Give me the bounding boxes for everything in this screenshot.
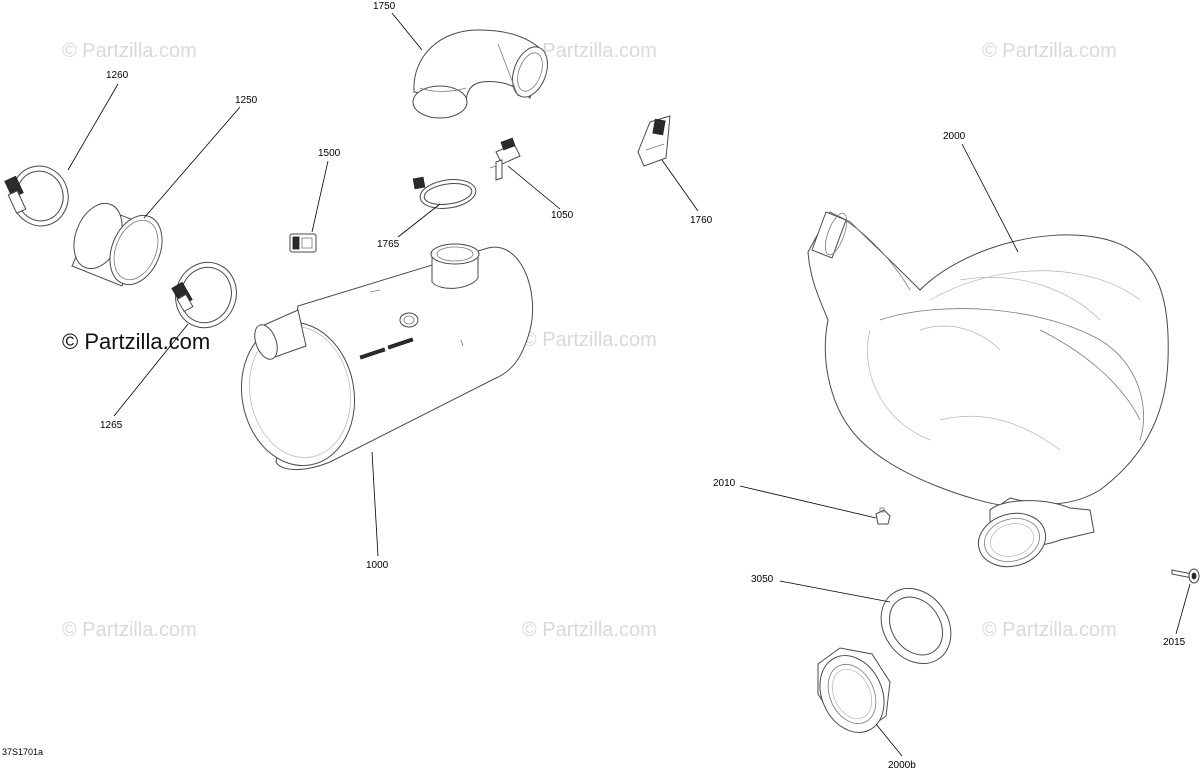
leader-2010 [739,485,877,519]
leader-1750 [391,12,423,51]
part-1000-muffler[interactable] [230,243,534,475]
part-1260-clamp[interactable] [4,160,75,232]
leader-3050 [779,580,891,603]
leader-1265 [113,323,189,417]
callout-1260: 1260 [106,70,129,81]
part-1765-clamp[interactable] [412,176,477,212]
callout-1765: 1765 [377,239,400,250]
callout-1265: 1265 [100,420,123,431]
part-1050-temperature-sensor[interactable] [489,137,521,181]
watermark-text: © Partzilla.com [982,619,1117,641]
part-2010-plug[interactable] [875,507,891,525]
part-1265-clamp[interactable] [167,254,246,337]
callout-1250: 1250 [235,95,258,106]
part-1250-sleeve[interactable] [65,196,172,292]
figure-id: 37S1701a [2,747,43,757]
callout-1750: 1750 [373,1,396,12]
callout-labels: 1750 1260 1250 1500 1050 1765 1760 2000 … [100,1,1186,771]
callout-2010: 2010 [713,478,736,489]
part-2000b-nut[interactable] [808,645,896,743]
leader-1500 [311,160,329,233]
watermark-layer: © Partzilla.com © Partzilla.com © Partzi… [62,40,1117,641]
part-1750-elbow-hose[interactable] [412,29,554,119]
part-2015-screw[interactable] [1171,568,1200,584]
callout-2015: 2015 [1163,637,1186,648]
callout-1050: 1050 [551,210,574,221]
leader-1050 [507,165,561,210]
callout-2000b: 2000b [888,760,916,771]
watermark-text: © Partzilla.com [982,40,1117,62]
leader-2000 [961,143,1019,253]
part-1500-connector[interactable] [289,233,317,253]
part-2000-air-silencer[interactable] [807,211,1169,574]
watermark-prominent: © Partzilla.com [62,329,210,354]
callout-1500: 1500 [318,148,341,159]
leader-1260 [67,83,119,171]
callout-2000: 2000 [943,131,966,142]
watermark-text: © Partzilla.com [522,329,657,351]
leader-2015 [1175,583,1191,635]
watermark-text: © Partzilla.com [522,619,657,641]
watermark-text: © Partzilla.com [62,619,197,641]
part-1760-clip[interactable] [637,115,671,167]
watermark-text: © Partzilla.com [522,40,657,62]
leader-lines [67,12,1191,757]
leader-1765 [397,203,441,238]
leader-1760 [661,159,699,212]
leader-1000 [371,451,379,557]
leader-2000b [875,723,903,757]
callout-1760: 1760 [690,215,713,226]
callout-1000: 1000 [366,560,389,571]
watermark-text: © Partzilla.com [62,40,197,62]
part-3050-gasket[interactable] [867,575,965,677]
leader-1250 [143,106,241,219]
callout-3050: 3050 [751,574,774,585]
